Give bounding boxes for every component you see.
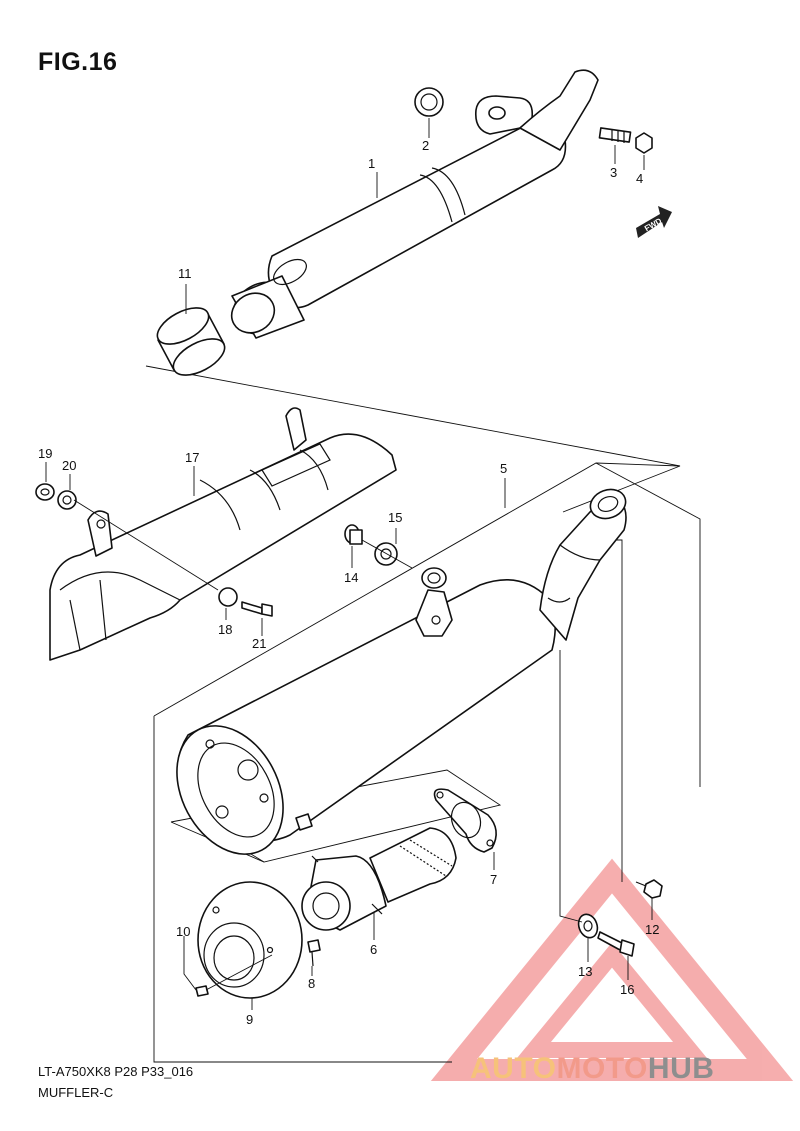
callout-labels: 1 2 3 4 5 6 7 8 9 10 11 12 13 14 14 15 1… [38,138,659,1027]
group-frame-lines [145,365,701,1063]
part-19-washer [35,483,55,501]
forward-direction-arrow-icon: FWD [636,206,672,238]
callout-4: 4 [636,171,643,186]
callout-13: 13 [578,964,592,979]
watermark-part-3: HUB [648,1052,715,1085]
callout-2: 2 [422,138,429,153]
part-10-screw [195,954,273,997]
callout-11: 11 [178,266,192,281]
callout-8: 8 [308,976,315,991]
callout-1: 1 [368,156,375,171]
part-20-collar [57,490,77,510]
callout-10: 10 [176,924,190,939]
callout-15: 15 [388,510,402,525]
watermark-text: AUTOMOTOHUB [470,1052,714,1085]
callout-leaders [45,118,653,1010]
watermark-part-1: AUTO [470,1052,556,1085]
svg-text:AUTOMOTOHUB: AUTOMOTOHUB [470,1052,714,1085]
part-15-grommet [374,542,398,566]
part-5-muffler-body [176,488,627,855]
part-1-muffler-pipe [230,69,599,339]
watermark-part-2: MOTO [556,1052,647,1085]
part-2-gasket [414,87,444,117]
part-7-gasket [433,788,497,853]
callout-14-label: 14 [344,570,358,585]
part-3-stud [598,127,632,143]
callout-7: 7 [490,872,497,887]
diagram-code: LT-A750XK8 P28 P33_016 [38,1064,194,1079]
watermark-logo-icon [430,858,794,1081]
part-18-washer [218,587,238,607]
callout-18: 18 [218,622,232,637]
part-6-spark-arrester [301,827,457,931]
diagram-subtitle: MUFFLER-C [38,1085,114,1100]
part-4-nut [635,132,653,154]
callout-9: 9 [246,1012,253,1027]
figure-title: FIG.16 [38,48,118,76]
part-11-sleeve [156,307,226,376]
part-14-bushing [344,524,363,545]
callout-6: 6 [370,942,377,957]
part-12-nut [635,879,663,899]
callout-3: 3 [610,165,617,180]
callout-5: 5 [500,461,507,476]
callout-21: 21 [252,636,266,651]
callout-12: 12 [645,922,659,937]
part-17-heat-shield [49,407,397,661]
part-21-bolt [241,601,273,617]
callout-17: 17 [185,450,199,465]
part-13-washer [577,913,599,939]
part-8-screw [307,939,321,967]
part-16-bolt [597,931,635,957]
callout-20: 20 [62,458,76,473]
callout-16: 16 [620,982,634,997]
part-9-end-plate [197,881,303,999]
callout-19: 19 [38,446,52,461]
